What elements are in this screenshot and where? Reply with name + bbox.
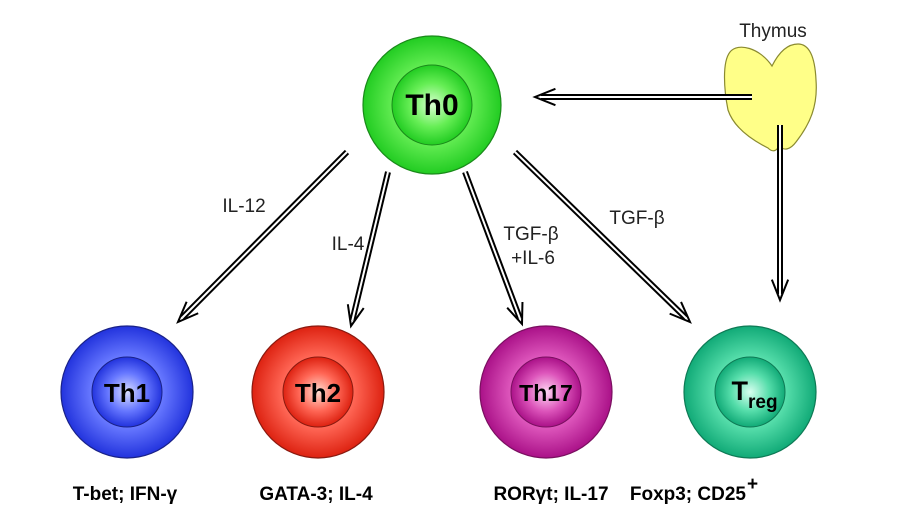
cell-th1: Th1 xyxy=(60,325,194,459)
thymus-label: Thymus xyxy=(739,21,807,42)
arrow-th0-to-treg xyxy=(512,149,692,324)
cell-th17: Th17 xyxy=(479,325,613,459)
cell-treg-label: T xyxy=(732,376,749,406)
cell-th1-label: Th1 xyxy=(104,378,150,408)
markers-th2: GATA-3; IL-4 xyxy=(259,484,373,505)
cytokine-il12: IL-12 xyxy=(222,196,265,217)
arrow-th0-to-th1 xyxy=(176,149,350,324)
arrow-th0-to-th17-head xyxy=(506,301,524,327)
cell-treg-subscript: reg xyxy=(748,392,778,413)
arrow-thymus-to-th0 xyxy=(532,87,752,107)
cytokine-il6: +IL-6 xyxy=(511,248,555,269)
markers-th1: T-bet; IFN-γ xyxy=(73,484,178,505)
arrow-th0-to-th1-head xyxy=(176,301,199,324)
cell-th2-label: Th2 xyxy=(295,378,341,408)
cell-th17-label: Th17 xyxy=(519,380,573,406)
cell-th0-label: Th0 xyxy=(405,89,458,122)
arrow-thymus-to-treg xyxy=(770,125,790,303)
arrow-th0-to-th2-head xyxy=(346,304,365,329)
arrows xyxy=(176,87,790,329)
markers-th17: RORγt; IL-17 xyxy=(493,484,608,505)
arrow-th0-to-treg-head xyxy=(669,301,692,324)
markers-treg-superscript: + xyxy=(747,474,758,495)
cytokine-tgfb-th17: TGF-β xyxy=(503,224,558,245)
cell-th0: Th0 xyxy=(362,35,502,175)
arrow-thymus-to-th0-head xyxy=(532,87,556,107)
arrow-thymus-to-treg-head xyxy=(770,279,790,303)
cell-th2: Th2 xyxy=(251,325,385,459)
cell-treg: T reg xyxy=(683,325,817,459)
markers-treg: Foxp3; CD25 xyxy=(630,484,747,505)
arrow-th0-to-th2 xyxy=(346,171,391,329)
cytokine-tgfb-treg: TGF-β xyxy=(609,208,664,229)
cytokine-il4: IL-4 xyxy=(332,234,365,255)
arrow-th0-to-th17 xyxy=(462,170,524,327)
